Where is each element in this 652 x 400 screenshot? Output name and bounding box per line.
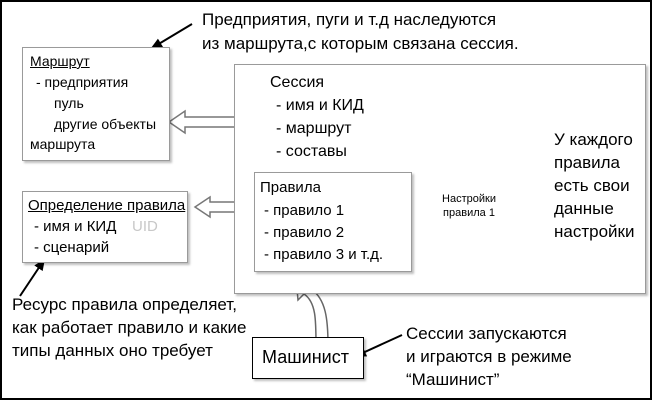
- bottom-right-note-line-1: Сессии запускаются: [406, 324, 567, 343]
- rules-item-2: - правило 2: [264, 224, 345, 241]
- top-note-line-2: из маршрута,с которым связана сессия.: [202, 34, 519, 53]
- session-item-route: - маршрут: [276, 120, 352, 137]
- rules-box: [254, 172, 412, 272]
- rules-title: Правила: [260, 179, 321, 196]
- bottom-left-note-pointer: [19, 258, 46, 297]
- route-title: Маршрут: [30, 53, 90, 69]
- rule-definition-box: [22, 191, 188, 263]
- route-box: [22, 47, 170, 161]
- settings-cylinder-label-2: правила 1: [443, 207, 495, 219]
- route-item-other-objects: другие объекты: [54, 116, 157, 132]
- right-note-line-4: данные: [554, 199, 614, 218]
- bottom-right-note-line-3: “Машинист”: [406, 370, 500, 389]
- right-note-line-3: есть свои: [554, 176, 630, 195]
- top-note-line-1: Предприятия, пуги и т.д наследуются: [202, 10, 497, 29]
- rule-definition-title: Определение правила: [28, 197, 186, 214]
- right-note-line-5: настройки: [554, 222, 635, 241]
- rule-definition-item-name: - имя и КИД: [34, 218, 117, 235]
- settings-cylinder-label-1: Настройки: [442, 193, 496, 205]
- session-title: Сессия: [270, 74, 325, 91]
- rule-definition-item-scenario: - сценарий: [34, 239, 110, 256]
- rules-item-1: - правило 1: [264, 202, 345, 219]
- route-footer: маршрута: [30, 136, 96, 152]
- bottom-left-note-line-2: как работает правило и какие: [12, 318, 247, 337]
- bottom-left-note-line-1: Ресурс правила определяет,: [12, 295, 237, 314]
- right-note-line-2: правила: [554, 153, 621, 172]
- rule-definition-ghost-text: UID: [132, 218, 158, 235]
- bottom-right-note-line-2: и играются в режиме: [406, 347, 572, 366]
- session-item-name: - имя и КИД: [276, 97, 364, 114]
- machinist-label: Машинист: [262, 347, 349, 367]
- route-item-paths: пуль: [54, 95, 84, 111]
- top-note-pointer: [150, 23, 193, 50]
- bottom-left-note-line-3: типы данных оно требует: [12, 341, 213, 360]
- route-item-enterprises: - предприятия: [36, 74, 129, 90]
- rules-item-3: - правило 3 и т.д.: [264, 246, 384, 263]
- right-note-line-1: У каждого: [554, 130, 633, 149]
- session-item-trains: - составы: [276, 143, 347, 160]
- machinist-box: [252, 337, 364, 379]
